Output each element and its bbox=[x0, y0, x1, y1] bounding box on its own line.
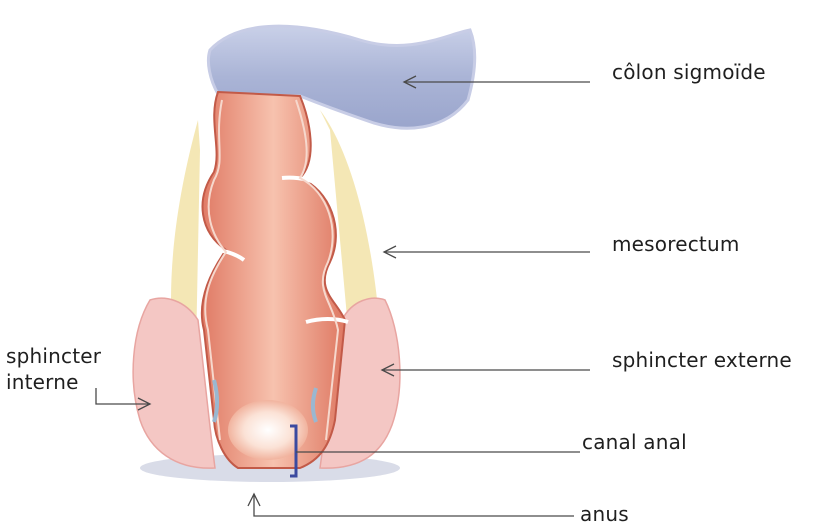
label-sphincter-externe: sphincter externe bbox=[612, 348, 792, 372]
label-sphincter-interne-line2: interne bbox=[6, 370, 79, 394]
pointer-anus bbox=[254, 494, 574, 516]
label-anus: anus bbox=[580, 502, 629, 526]
label-sphincter-interne-line1: sphincter bbox=[6, 344, 101, 368]
label-mesorectum: mesorectum bbox=[612, 232, 740, 256]
label-colon-sigmoide: côlon sigmoïde bbox=[612, 60, 766, 84]
label-canal-anal: canal anal bbox=[582, 430, 687, 454]
